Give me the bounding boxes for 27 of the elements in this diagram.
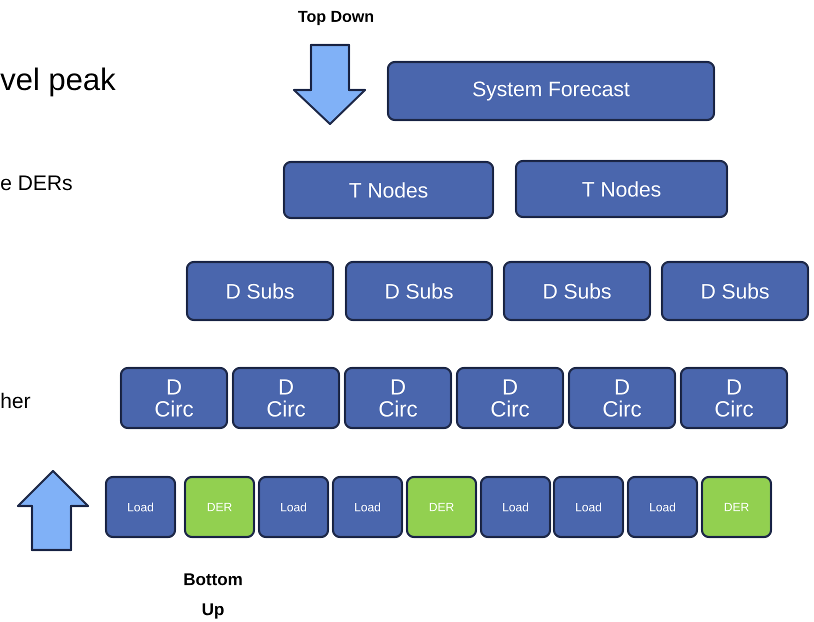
forecast-box: Load bbox=[258, 476, 330, 538]
forecast-box: D Circ bbox=[568, 366, 676, 430]
forecast-box: D Subs bbox=[344, 260, 494, 322]
forecast-box: Load bbox=[104, 476, 176, 538]
forecast-box: D Subs bbox=[660, 260, 810, 322]
forecast-box: Load bbox=[332, 476, 404, 538]
forecast-box: D Circ bbox=[680, 366, 788, 430]
der-box: DER bbox=[406, 476, 478, 538]
forecast-box: D Subs bbox=[186, 260, 334, 322]
der-box: DER bbox=[184, 476, 256, 538]
der-box: DER bbox=[700, 476, 772, 538]
body-text: her bbox=[2, 392, 30, 408]
forecast-box: T Nodes bbox=[514, 160, 728, 218]
forecast-box: Load bbox=[480, 476, 552, 538]
forecast-box: D Circ bbox=[232, 366, 340, 430]
forecast-box: Load bbox=[552, 476, 624, 538]
forecast-box: Load bbox=[626, 476, 698, 538]
forecast-box: T Nodes bbox=[282, 160, 494, 220]
body-text: vel peak bbox=[0, 68, 116, 96]
body-text: e DERs bbox=[1, 176, 72, 190]
forecast-box: D Circ bbox=[120, 366, 228, 430]
forecast-box: D Circ bbox=[456, 366, 564, 430]
forecast-box: D Subs bbox=[502, 260, 652, 322]
forecast-box: System Forecast bbox=[386, 60, 716, 122]
forecast-box: D Circ bbox=[344, 366, 452, 430]
heading: Bottom Up bbox=[184, 573, 242, 619]
heading: Top Down bbox=[298, 10, 374, 26]
